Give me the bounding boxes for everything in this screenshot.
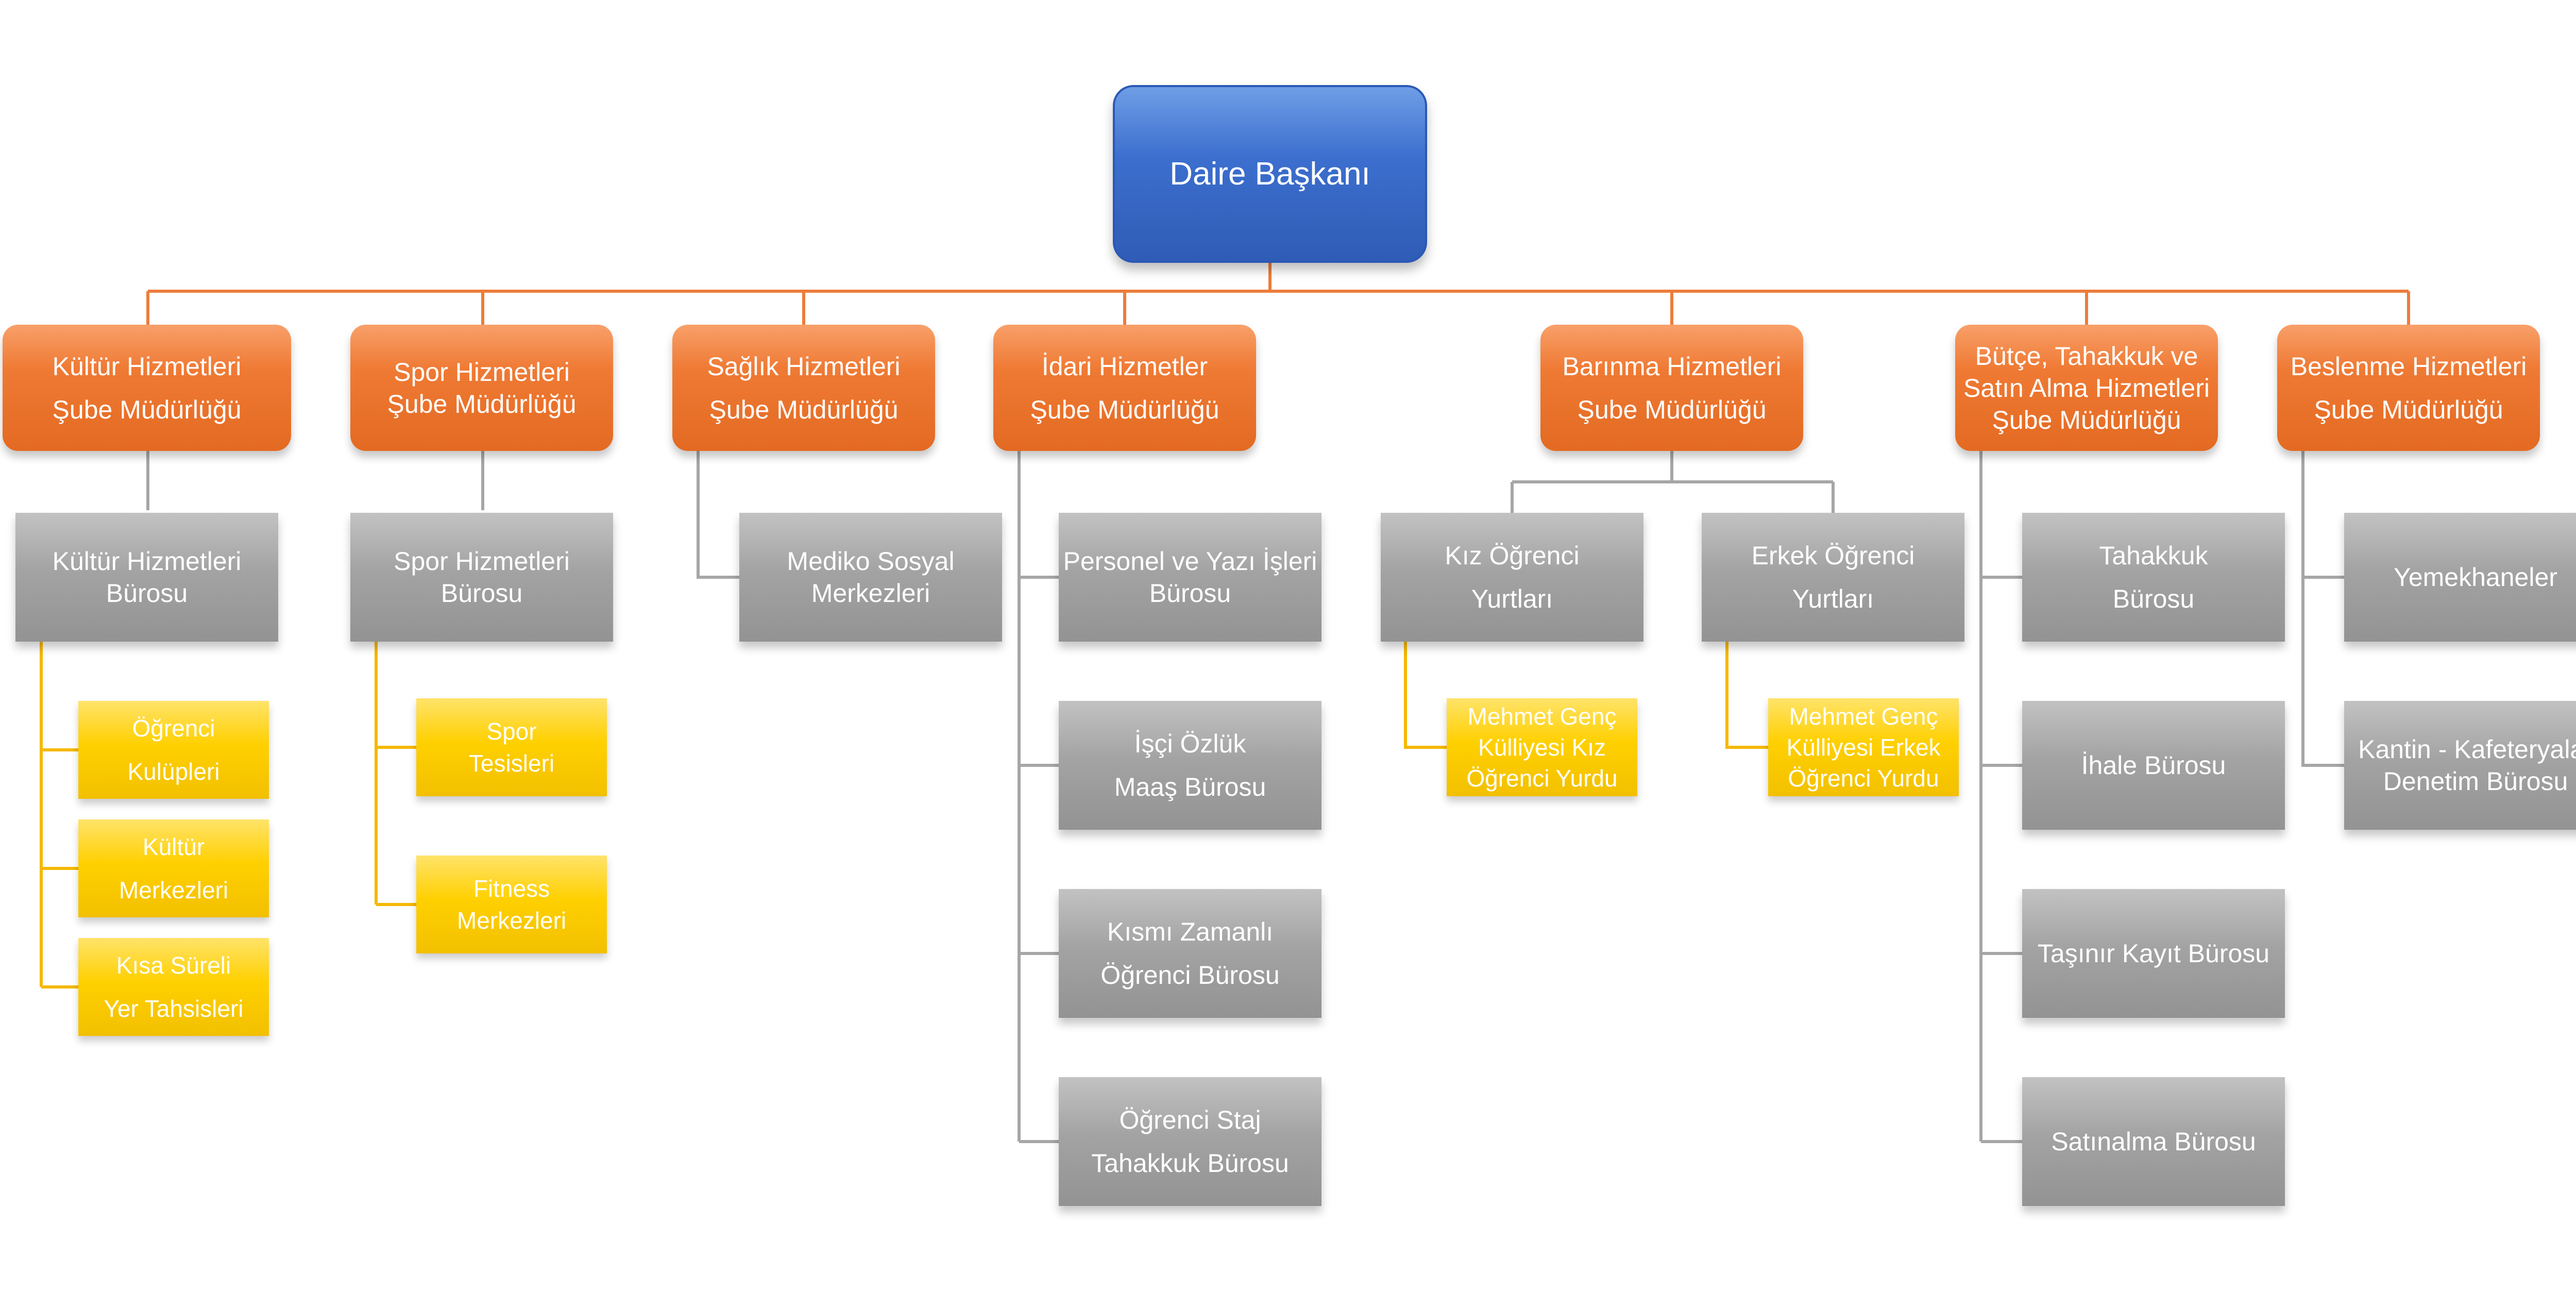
unit-label-line1: Kısmı Zamanlı	[1107, 917, 1274, 946]
subunit-box-fitness: Fitness Merkezleri	[416, 856, 607, 953]
subunit-label-line1: Kısa Süreli	[116, 952, 231, 979]
unit-label-line2: Öğrenci Bürosu	[1100, 961, 1280, 990]
subunit-label-line1: Öğrenci	[132, 715, 215, 742]
unit-label-line2: Tahakkuk Bürosu	[1091, 1149, 1289, 1178]
unit-label-line2: Maaş Bürosu	[1114, 773, 1266, 801]
unit-box-kiz-yurt: Kız Öğrenci Yurtları	[1381, 513, 1643, 642]
subunit-label-line2: Merkezleri	[118, 877, 229, 903]
unit-box-tasinir: Taşınır Kayıt Bürosu	[2022, 889, 2285, 1018]
unit-label-line2: Denetim Bürosu	[2383, 767, 2568, 796]
dept-box-beslenme: Beslenme Hizmetleri Şube Müdürlüğü	[2277, 325, 2540, 451]
unit-box-yemekhane: Yemekhaneler	[2344, 513, 2576, 642]
unit-label-line2: Bürosu	[1149, 579, 1231, 608]
dept-label-line1: İdari Hizmetler	[1041, 351, 1208, 381]
subunit-label-line1: Kültür	[142, 833, 205, 860]
subunit-box-erkek-kulliye: Mehmet Genç Külliyesi Erkek Öğrenci Yurd…	[1768, 698, 1959, 796]
unit-label-line2: Yurtları	[1471, 584, 1553, 613]
unit-box-erkek-yurt: Erkek Öğrenci Yurtları	[1702, 513, 1964, 642]
unit-label-line2: Yurtları	[1792, 584, 1874, 613]
subunit-box-merkezler: Kültür Merkezleri	[78, 819, 269, 917]
unit-label-line1: Taşınır Kayıt Bürosu	[2037, 939, 2270, 968]
dept-box-idari: İdari Hizmetler Şube Müdürlüğü	[993, 325, 1256, 451]
unit-label-line1: Personel ve Yazı İşleri	[1063, 547, 1317, 576]
unit-label-line1: İşçi Özlük	[1134, 729, 1246, 758]
dept-label-line2: Şube Müdürlüğü	[1577, 395, 1767, 424]
unit-box-spor-burosu: Spor Hizmetleri Bürosu	[350, 513, 613, 642]
unit-box-personel: Personel ve Yazı İşleri Bürosu	[1059, 513, 1321, 642]
unit-label-line1: Mediko Sosyal	[787, 547, 955, 576]
unit-box-mediko: Mediko Sosyal Merkezleri	[739, 513, 1002, 642]
subunit-box-kiz-kulliye: Mehmet Genç Külliyesi Kız Öğrenci Yurdu	[1447, 698, 1637, 796]
dept-box-barinma: Barınma Hizmetleri Şube Müdürlüğü	[1540, 325, 1803, 451]
dept-box-kultur: Kültür Hizmetleri Şube Müdürlüğü	[3, 325, 291, 451]
dept-label-line2: Satın Alma Hizmetleri	[1963, 373, 2210, 403]
subunit-label-line2: Külliyesi Erkek	[1786, 734, 1941, 761]
unit-label-line1: Kantin - Kafeteryalar	[2358, 735, 2576, 764]
subunit-label-line2: Merkezleri	[456, 907, 567, 934]
subunit-label-line2: Yer Tahsisleri	[104, 995, 244, 1022]
unit-box-staj: Öğrenci Staj Tahakkuk Bürosu	[1059, 1077, 1321, 1206]
subunit-label-line2: Tesisleri	[468, 750, 555, 777]
subunit-label-line3: Öğrenci Yurdu	[1466, 765, 1618, 792]
subunit-connectors	[40, 642, 1768, 989]
unit-box-satinalma: Satınalma Bürosu	[2022, 1077, 2285, 1206]
dept-label-line3: Şube Müdürlüğü	[1992, 405, 2181, 434]
subunit-label-line3: Öğrenci Yurdu	[1788, 765, 1939, 792]
unit-box-kantin: Kantin - Kafeteryalar Denetim Bürosu	[2344, 701, 2576, 830]
unit-label-line2: Bürosu	[106, 579, 188, 608]
unit-box-ihale: İhale Bürosu	[2022, 701, 2285, 830]
unit-box-kismi: Kısmı Zamanlı Öğrenci Bürosu	[1059, 889, 1321, 1018]
root-connectors	[146, 263, 2410, 325]
dept-box-saglik: Sağlık Hizmetleri Şube Müdürlüğü	[672, 325, 935, 451]
subunit-label-line1: Spor	[486, 718, 537, 745]
subunit-label-line1: Mehmet Genç	[1467, 703, 1617, 730]
dept-label-line1: Spor Hizmetleri	[394, 357, 570, 387]
dept-label-line2: Şube Müdürlüğü	[1030, 395, 1219, 424]
unit-label-line1: Kültür Hizmetleri	[52, 547, 242, 576]
subunit-box-spor-tesis: Spor Tesisleri	[416, 698, 607, 796]
unit-box-tahakkuk: Tahakkuk Bürosu	[2022, 513, 2285, 642]
unit-label-line2: Bürosu	[440, 579, 523, 608]
unit-label-line1: Yemekhaneler	[2394, 563, 2557, 592]
dept-label-line2: Şube Müdürlüğü	[52, 395, 242, 424]
subunit-label-line2: Külliyesi Kız	[1478, 734, 1606, 761]
subunit-label-line1: Fitness	[473, 875, 550, 902]
dept-box-butce: Bütçe, Tahakkuk ve Satın Alma Hizmetleri…	[1955, 325, 2218, 451]
unit-label-line1: Kız Öğrenci	[1445, 541, 1580, 570]
unit-label-line1: Satınalma Bürosu	[2051, 1127, 2256, 1156]
subunit-label-line2: Kulüpleri	[127, 758, 220, 785]
unit-connectors	[146, 451, 2344, 1143]
unit-box-kultur-burosu: Kültür Hizmetleri Bürosu	[15, 513, 278, 642]
unit-label-line1: Erkek Öğrenci	[1751, 541, 1915, 570]
dept-label-line1: Sağlık Hizmetleri	[707, 351, 901, 381]
dept-box-spor: Spor Hizmetleri Şube Müdürlüğü	[350, 325, 613, 451]
unit-label-line1: Öğrenci Staj	[1119, 1105, 1261, 1134]
dept-label-line2: Şube Müdürlüğü	[709, 395, 899, 424]
unit-label-line2: Bürosu	[2112, 584, 2195, 613]
unit-label-line1: Tahakkuk	[2099, 541, 2208, 570]
dept-label-line1: Beslenme Hizmetleri	[2290, 351, 2527, 381]
root-label: Daire Başkanı	[1170, 156, 1370, 192]
unit-label-line1: Spor Hizmetleri	[394, 547, 570, 576]
dept-label-line1: Kültür Hizmetleri	[52, 351, 242, 381]
subunit-box-kulupler: Öğrenci Kulüpleri	[78, 701, 269, 799]
dept-label-line1: Barınma Hizmetleri	[1562, 351, 1782, 381]
root-box-daire-baskani: Daire Başkanı	[1113, 85, 1427, 263]
dept-label-line2: Şube Müdürlüğü	[2314, 395, 2503, 424]
unit-box-isci: İşçi Özlük Maaş Bürosu	[1059, 701, 1321, 830]
dept-label-line2: Şube Müdürlüğü	[387, 389, 577, 418]
unit-label-line1: İhale Bürosu	[2081, 751, 2226, 780]
dept-label-line1: Bütçe, Tahakkuk ve	[1975, 341, 2198, 371]
subunit-box-kisa-sureli: Kısa Süreli Yer Tahsisleri	[78, 938, 269, 1036]
unit-label-line2: Merkezleri	[811, 579, 930, 608]
subunit-label-line1: Mehmet Genç	[1789, 703, 1938, 730]
